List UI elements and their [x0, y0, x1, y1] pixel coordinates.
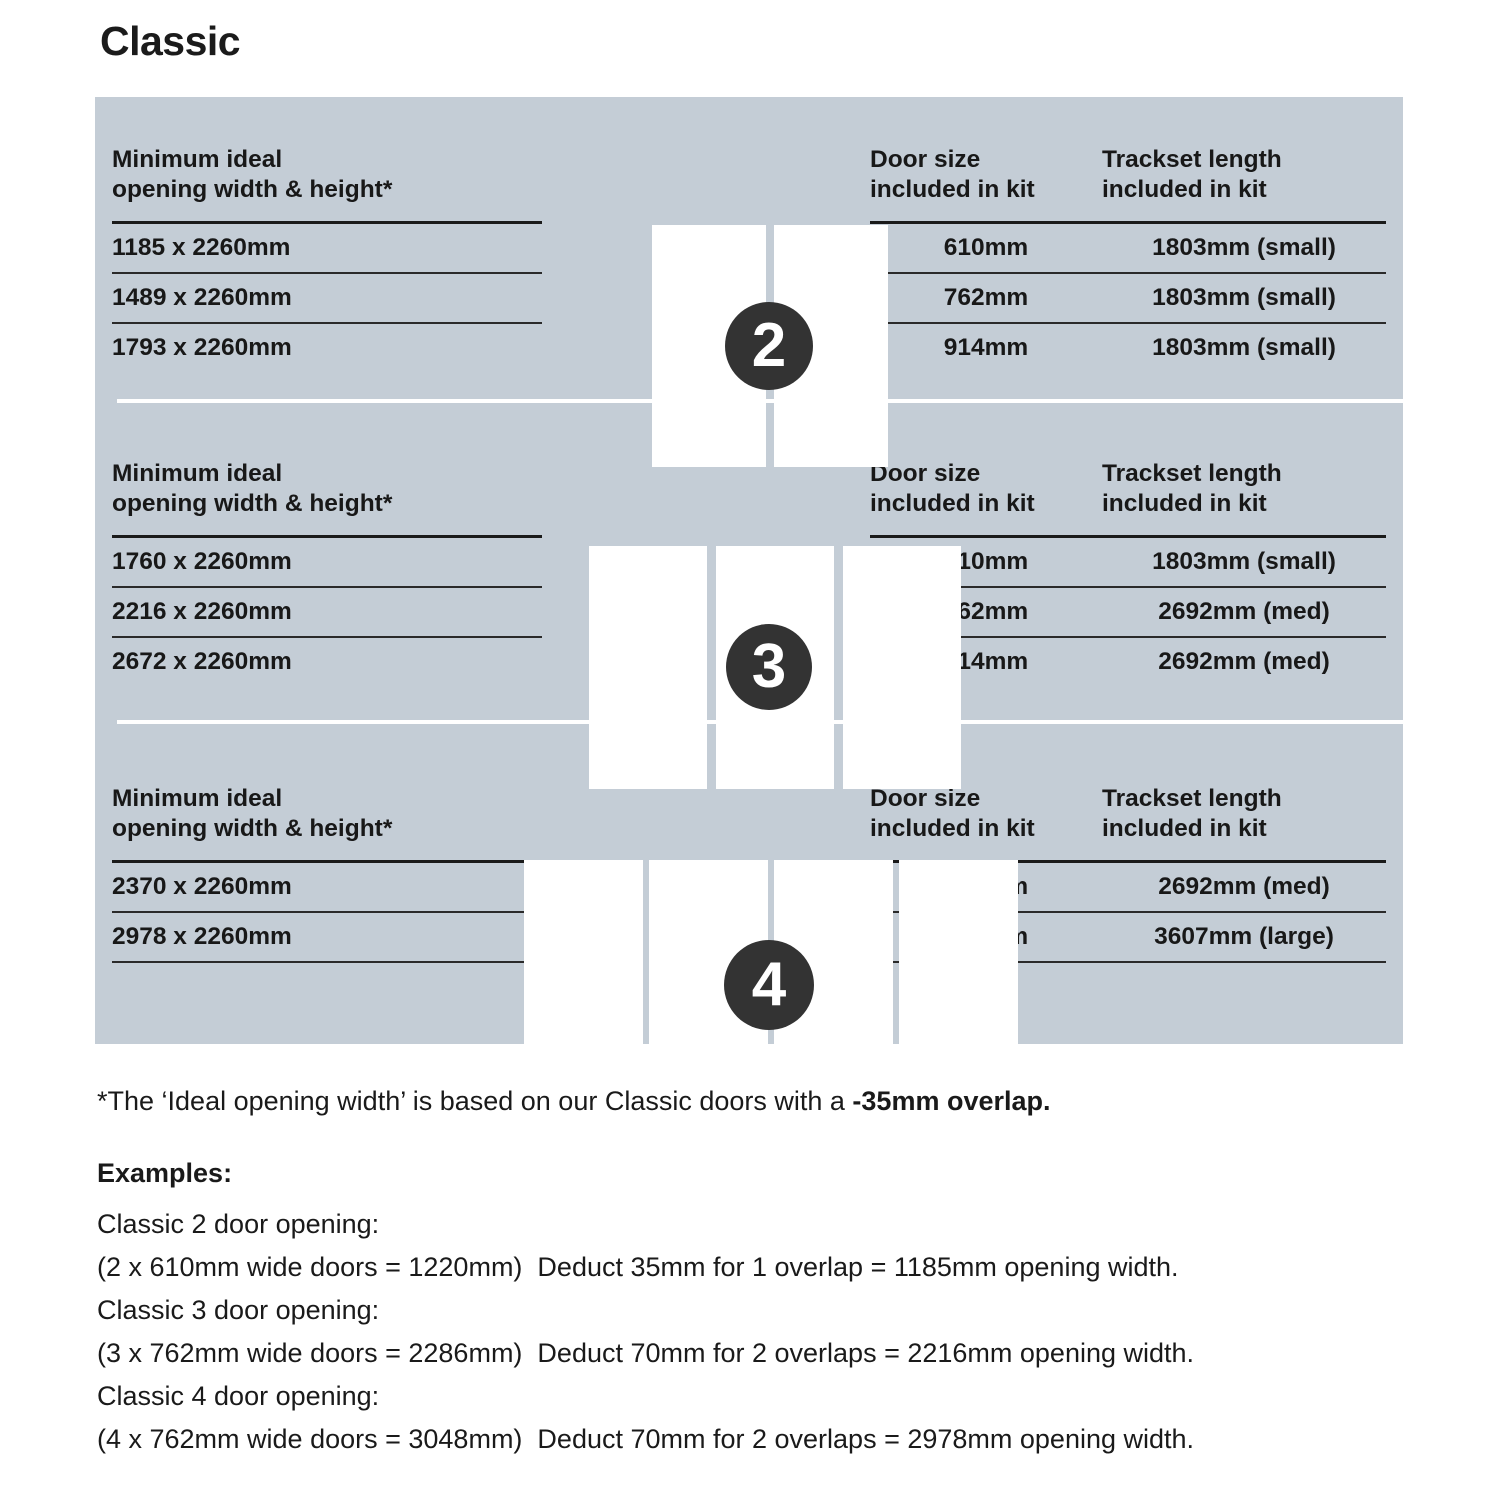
cell-trackset: 3607mm (large): [1154, 922, 1334, 950]
row-rule: [870, 960, 1386, 963]
row-rule: [870, 271, 1386, 274]
cell-door-size: 610mm: [943, 233, 1029, 261]
door-count-badge-2: 2: [725, 302, 813, 390]
list-item: (3 x 762mm wide doors = 2286mm) Deduct 7…: [97, 1338, 1195, 1368]
list-item: Classic 4 door opening:: [97, 1381, 380, 1411]
cell-trackset: 2692mm (med): [1158, 647, 1330, 675]
table-row: 2978 x 2260mm: [112, 913, 542, 961]
table-row: 762mm 1803mm (small): [870, 274, 1386, 322]
cell-trackset: 1803mm (small): [1152, 233, 1336, 261]
row-rule: [870, 910, 1386, 913]
footnote: *The ‘Ideal opening width’ is based on o…: [97, 1086, 1051, 1117]
row-rule: [870, 635, 1386, 638]
list-item: (4 x 762mm wide doors = 3048mm) Deduct 7…: [97, 1424, 1195, 1454]
cell-trackset: 1803mm (small): [1152, 333, 1336, 361]
door-panel: [524, 860, 643, 1100]
examples-list: Classic 2 door opening: (2 x 610mm wide …: [97, 1203, 1194, 1461]
header-rule: [112, 859, 542, 863]
door-count-badge-3: 3: [726, 624, 812, 710]
table-row: 914mm 1803mm (small): [870, 324, 1386, 372]
opening-column-2-doors: Minimum ideal opening width & height* 11…: [112, 97, 542, 372]
table-row: 1185 x 2260mm: [112, 224, 542, 272]
row-rule: [112, 960, 542, 963]
door-gap: [707, 546, 716, 789]
cell-door-size: 762mm: [943, 283, 1029, 311]
header-rule: [112, 534, 542, 538]
cell-trackset: 1803mm (small): [1152, 547, 1336, 575]
column-header-opening: Minimum ideal opening width & height*: [112, 146, 393, 203]
row-rule: [112, 585, 542, 588]
column-header-opening: Minimum ideal opening width & height*: [112, 460, 393, 517]
door-panel: [843, 546, 961, 789]
row-rule: [112, 271, 542, 274]
section-3-doors: Minimum ideal opening width & height* 17…: [95, 419, 1403, 739]
cell-trackset: 1803mm (small): [1152, 283, 1336, 311]
opening-column-4-doors: Minimum ideal opening width & height* 23…: [112, 742, 542, 963]
cell-trackset: 2692mm (med): [1158, 597, 1330, 625]
table-row: 2672 x 2260mm: [112, 638, 542, 686]
table-row: 1793 x 2260mm: [112, 324, 542, 372]
footnote-text: *The ‘Ideal opening width’ is based on o…: [97, 1086, 853, 1116]
cell-opening: 2370 x 2260mm: [112, 872, 292, 900]
column-header-door-size: Door size included in kit: [870, 460, 1035, 517]
door-diagram-3: [589, 546, 961, 789]
door-count-badge-4: 4: [724, 940, 814, 1030]
cell-opening: 1185 x 2260mm: [112, 233, 291, 261]
header-rule: [870, 859, 1386, 863]
column-header-door-size: Door size included in kit: [870, 146, 1035, 203]
column-header-trackset: Trackset length included in kit: [1102, 460, 1282, 517]
cell-opening: 2672 x 2260mm: [112, 647, 292, 675]
door-diagram-4: [524, 860, 1018, 1100]
row-rule: [112, 635, 542, 638]
row-rule: [870, 585, 1386, 588]
header-rule: [112, 220, 542, 224]
door-panel: [899, 860, 1018, 1100]
row-rule: [112, 321, 542, 324]
cell-opening: 1760 x 2260mm: [112, 547, 292, 575]
table-row: 1760 x 2260mm: [112, 538, 542, 586]
table-row: 610mm 1803mm (small): [870, 224, 1386, 272]
cell-door-size: 914mm: [943, 333, 1029, 361]
cell-trackset: 2692mm (med): [1158, 872, 1330, 900]
header-rule: [870, 534, 1386, 538]
column-header-opening: Minimum ideal opening width & height*: [112, 785, 393, 842]
door-gap: [834, 546, 843, 789]
table-row: 1489 x 2260mm: [112, 274, 542, 322]
cell-opening: 1793 x 2260mm: [112, 333, 292, 361]
list-item: (2 x 610mm wide doors = 1220mm) Deduct 3…: [97, 1252, 1179, 1282]
column-header-trackset: Trackset length included in kit: [1102, 146, 1282, 203]
row-rule: [112, 910, 542, 913]
cell-opening: 2216 x 2260mm: [112, 597, 292, 625]
sizing-table-panel: Minimum ideal opening width & height* 11…: [95, 97, 1403, 1100]
kit-columns-2-doors: Door size included in kit Trackset lengt…: [870, 97, 1386, 372]
header-rule: [870, 220, 1386, 224]
opening-column-3-doors: Minimum ideal opening width & height* 17…: [112, 419, 542, 686]
list-item: Classic 3 door opening:: [97, 1295, 380, 1325]
row-rule: [870, 321, 1386, 324]
column-header-trackset: Trackset length included in kit: [1102, 785, 1282, 842]
section-2-doors: Minimum ideal opening width & height* 11…: [95, 97, 1403, 399]
cell-opening: 2978 x 2260mm: [112, 922, 292, 950]
footnote-bold: -35mm overlap.: [852, 1086, 1051, 1116]
cell-opening: 1489 x 2260mm: [112, 283, 292, 311]
page-title: Classic: [100, 18, 241, 64]
door-panel: [589, 546, 707, 789]
examples-heading: Examples:: [97, 1158, 233, 1188]
table-row: 2216 x 2260mm: [112, 588, 542, 636]
table-row: 610mm 1803mm (small): [870, 538, 1386, 586]
column-header-door-size: Door size included in kit: [870, 785, 1035, 842]
list-item: Classic 2 door opening:: [97, 1209, 380, 1239]
table-row: 2370 x 2260mm: [112, 863, 542, 911]
